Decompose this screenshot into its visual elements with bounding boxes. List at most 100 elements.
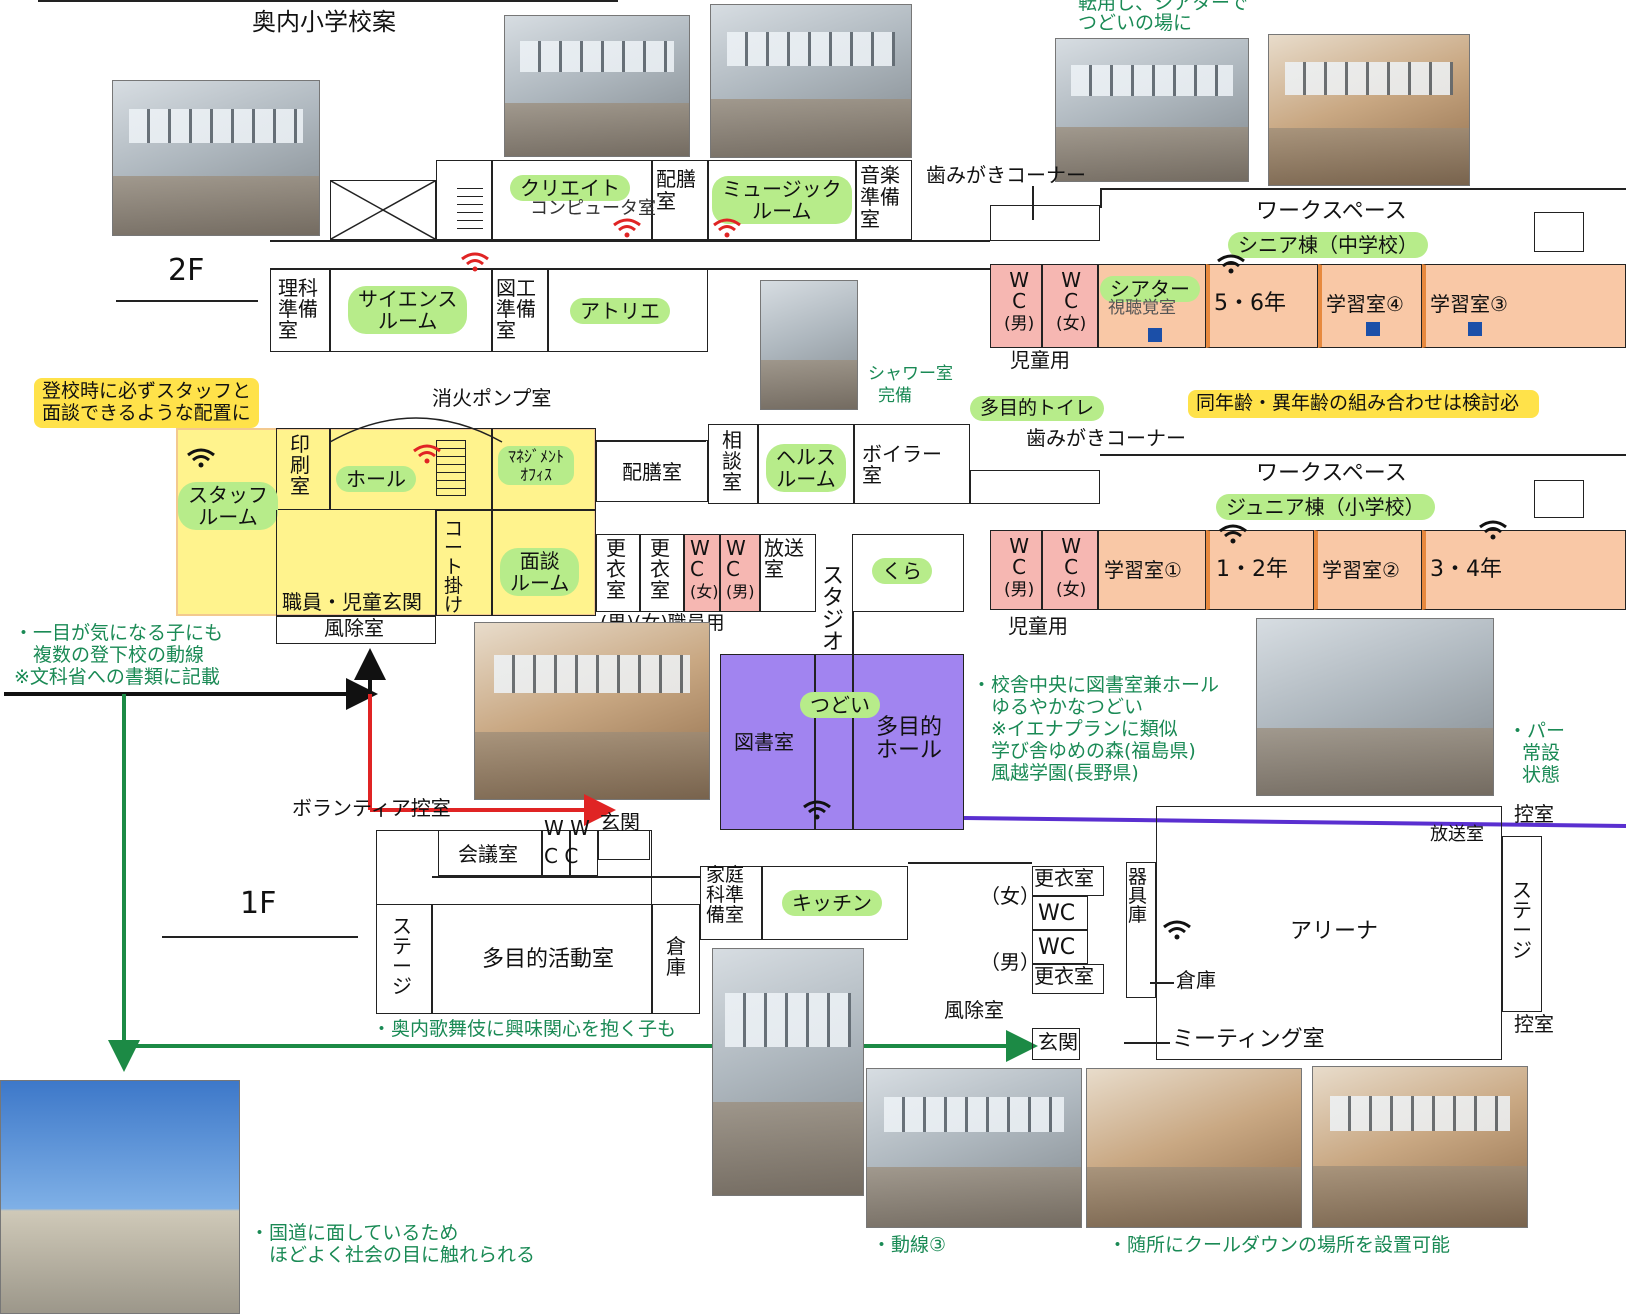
note-left-3: ※文科省への書類に記載 [14, 666, 220, 688]
wifi-icon [713, 218, 741, 238]
label-otoko: （男） [980, 950, 1040, 974]
label-wc2: WC [1038, 935, 1076, 960]
room-boiler [854, 424, 970, 504]
label-coat: コート掛け [444, 518, 464, 616]
note-right-1: ・パー [1508, 720, 1566, 742]
wifi-icon [613, 218, 641, 238]
label-wc1: WC [1038, 901, 1076, 926]
room-g12 [1206, 530, 1314, 610]
label-souko-1f: 倉庫 [666, 934, 686, 979]
room-housou [760, 534, 816, 612]
row-2f-top-wall [270, 268, 990, 270]
room-study3 [1422, 264, 1626, 348]
photo-create-room [504, 15, 690, 157]
wifi-icon [461, 252, 489, 272]
room-computer [492, 160, 652, 240]
note-road-1: ・国道に面しているため [250, 1222, 459, 1244]
room-zuko [492, 268, 548, 352]
photo-science-room [112, 80, 320, 236]
room-stage-1f [376, 904, 432, 1014]
label-workspace: ワークスペース [1256, 199, 1407, 224]
photo-multi-activity [712, 948, 864, 1196]
label-kouitsu-f: 更衣室 [1034, 866, 1094, 890]
floor-1f-label: 1F [240, 886, 277, 921]
library-block [720, 654, 964, 830]
marker-study3 [1468, 322, 1482, 336]
marker-study4 [1366, 322, 1380, 336]
photo-shower-room [760, 280, 858, 410]
label-haizen2: 配膳室 [622, 460, 682, 484]
corridor-2f-lower-top [596, 440, 706, 442]
workspace2-top-wall [1100, 454, 1626, 456]
photo-workspace-corridor [1268, 34, 1470, 186]
room-kouitsu-f [1032, 866, 1104, 896]
note-center-2: ゆるやかなつどい [972, 696, 1144, 718]
room-staff-area [276, 510, 436, 616]
room-wc-m3 [990, 530, 1042, 610]
room-management [492, 428, 596, 510]
label-boiler: ボイラー室 [862, 442, 942, 487]
corridor-top-wall [270, 240, 990, 242]
label-management: ﾏﾈｼﾞﾒﾝﾄｵﾌｨｽ [498, 446, 575, 486]
room-coat [436, 510, 492, 616]
label-kouitsu2: 更衣室 [650, 536, 670, 602]
room-wc-f3 [1042, 530, 1098, 610]
label-jidou2: 児童用 [1008, 614, 1068, 638]
note-right-2: 常設 [1522, 742, 1561, 764]
wifi-icon [1219, 524, 1247, 544]
photo-music-room [710, 4, 912, 158]
wifi-icon [1217, 254, 1245, 274]
photo-school-exterior [0, 1080, 240, 1314]
label-kouitsu1: 更衣室 [606, 536, 626, 602]
photo-entrance [866, 1068, 1082, 1228]
workspace-top-wall [1100, 188, 1626, 190]
room-g56 [1206, 264, 1318, 348]
note-age-combination: 同年齢・異年齢の組み合わせは検討必 [1188, 390, 1540, 418]
label-stage2: ステージ [1512, 878, 1532, 962]
label-junior: ジュニア棟（小学校） [1216, 494, 1435, 520]
label-study3: 学習室③ [1430, 292, 1508, 316]
room-insatsu [276, 428, 330, 510]
page-title: 奥内小学校案 [252, 8, 396, 36]
label-senior: シニア棟（中学校） [1228, 232, 1428, 258]
room-haizen2 [596, 440, 708, 502]
label-hikae2: 控室 [1514, 1012, 1554, 1036]
note-right-3: 状態 [1522, 764, 1561, 786]
label-music: ミュージックルーム [712, 176, 852, 224]
label-tamokuteki: 多目的活動室 [482, 947, 615, 972]
label-rika: 理科準備室 [278, 276, 318, 342]
label-volunteer: ボランティア控室 [292, 796, 451, 820]
label-science: サイエンスルーム [348, 286, 468, 334]
room-rika [270, 268, 330, 352]
room-atelier [548, 268, 708, 352]
floor-2f-label: 2F [168, 253, 205, 288]
room-kouitsu-m [1032, 964, 1104, 994]
room-wc-f2 [684, 534, 720, 612]
room-wc-f-1f [1032, 896, 1088, 930]
room-hamigaki2 [970, 470, 1100, 504]
room-wc-1f-a [542, 830, 570, 876]
room-fuujo-2f [276, 616, 436, 644]
label-kouitsu-m: 更衣室 [1034, 964, 1094, 988]
line-purple [963, 816, 1626, 828]
room-mendan [492, 510, 596, 616]
top-note-2: つどいの場に [1078, 12, 1193, 34]
label-fuujo-1f: 風除室 [944, 998, 1004, 1022]
room-kouitsu1 [596, 534, 640, 612]
note-left-2: 複数の登下校の動線 [14, 644, 205, 666]
label-housou-1f: 放送室 [1430, 824, 1484, 845]
label-genkan-1f: 玄関 [600, 810, 640, 834]
library-divider-1 [814, 654, 816, 830]
room-genkan-1f [598, 830, 650, 860]
room-wc-m-1f [1032, 930, 1088, 964]
label-staff-room: スタッフルーム [178, 482, 278, 530]
label-workspace2: ワークスペース [1256, 461, 1407, 486]
label-library: 図書室 [734, 730, 794, 754]
label-tsudoi: つどい [800, 692, 880, 718]
label-housou: 放送室 [764, 536, 804, 581]
floor-1f-line [162, 936, 358, 938]
